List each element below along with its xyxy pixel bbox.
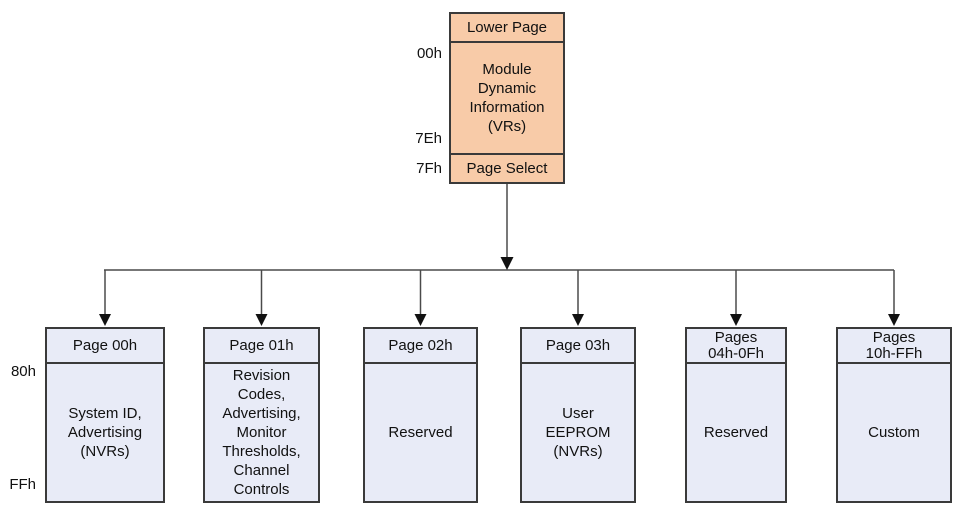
page-01h-header: Page 01h: [205, 329, 318, 364]
pages-10h-FFh-header: Pages 10h-FFh: [838, 329, 950, 364]
page-02h-box: Page 02h Reserved: [363, 327, 478, 503]
page-00h-box: Page 00h System ID, Advertising (NVRs): [45, 327, 165, 503]
branch-arrowhead-icon-5: [888, 314, 900, 326]
trunk-arrowhead-icon: [500, 257, 514, 270]
pages-04h-0Fh-header: Pages 04h-0Fh: [687, 329, 785, 364]
address-label-00h: 00h: [416, 45, 442, 62]
branch-arrowhead-icon-3: [572, 314, 584, 326]
lower-page-header: Lower Page: [451, 14, 563, 43]
page-03h-box: Page 03h User EEPROM (NVRs): [520, 327, 636, 503]
page-00h-body: System ID, Advertising (NVRs): [67, 405, 143, 460]
lower-page-box: Lower Page Module Dynamic Information (V…: [449, 12, 565, 184]
address-label-80h: 80h: [10, 363, 36, 380]
page-01h-box: Page 01h Revision Codes, Advertising, Mo…: [203, 327, 320, 503]
pages-10h-FFh-box: Pages 10h-FFh Custom: [836, 327, 952, 503]
pages-04h-0Fh-box: Pages 04h-0Fh Reserved: [685, 327, 787, 503]
branch-arrowhead-icon-4: [730, 314, 742, 326]
branch-arrowhead-icon-2: [414, 314, 427, 326]
page-03h-header: Page 03h: [522, 329, 634, 364]
page-02h-body: Reserved: [388, 424, 453, 441]
address-label-7Fh: 7Fh: [416, 160, 442, 177]
page-01h-body: Revision Codes, Advertising, Monitor Thr…: [222, 367, 301, 498]
branch-arrowhead-icon-0: [99, 314, 111, 326]
branch-arrowhead-icon-1: [255, 314, 268, 326]
pages-04h-0Fh-body: Reserved: [703, 424, 769, 441]
address-label-FFh: FFh: [9, 476, 36, 493]
page-select-cell: Page Select: [451, 153, 563, 182]
page-00h-header: Page 00h: [47, 329, 163, 364]
pages-10h-FFh-body: Custom: [868, 424, 920, 441]
page-03h-body: User EEPROM (NVRs): [545, 405, 611, 460]
page-02h-header: Page 02h: [365, 329, 476, 364]
address-label-7Eh: 7Eh: [415, 130, 442, 147]
lower-page-body: Module Dynamic Information (VRs): [469, 61, 545, 135]
